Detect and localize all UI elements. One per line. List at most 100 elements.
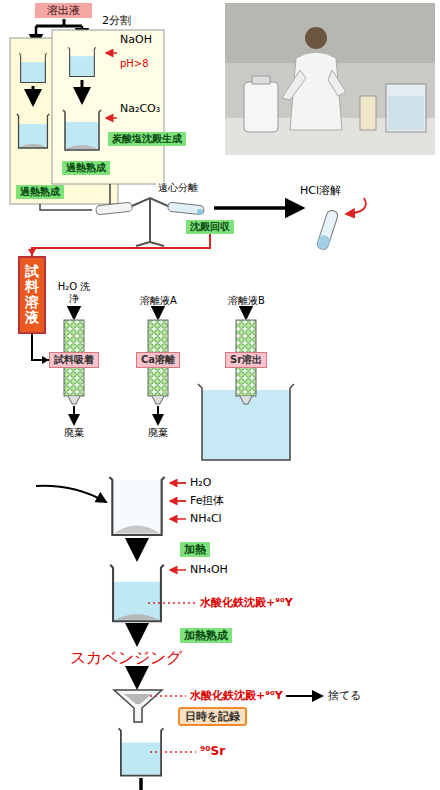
node-text: Ca溶離 xyxy=(141,354,175,366)
lab-photo-part xyxy=(388,96,424,130)
node-text: 試料溶液 xyxy=(25,264,39,326)
label-text: 廃棄 xyxy=(64,427,84,439)
lab-photo-part xyxy=(360,96,376,130)
centrifuge-part xyxy=(316,234,331,251)
sample-box: 試料溶液 xyxy=(18,256,46,334)
lab-photo-part xyxy=(305,27,327,49)
scavenging-procedure-part xyxy=(170,483,186,519)
centrifuge-part xyxy=(197,209,203,215)
ion-exchange-columns-part xyxy=(157,311,160,318)
process-box: 加熱熟成 xyxy=(180,628,232,643)
scavenging-procedure-part xyxy=(110,565,164,621)
label-text: 廃棄 xyxy=(148,427,168,439)
lab-photo-part xyxy=(244,82,278,132)
node-text: 炭酸塩沈殿生成 xyxy=(112,133,182,145)
process-box: 炭酸塩沈殿生成 xyxy=(108,132,186,146)
scavenging-procedure-part xyxy=(150,695,186,697)
scavenging-procedure-part xyxy=(170,569,186,571)
scavenging-procedure-part xyxy=(139,778,143,790)
label-text: 水酸化鉄沈殿+⁹⁰Y xyxy=(190,689,283,702)
condition-label: pH>8 xyxy=(120,58,149,70)
label-text: pH>8 xyxy=(120,58,149,70)
label-text: 遠心分離 xyxy=(158,182,198,194)
process-box: 沈殿回収 xyxy=(186,220,234,234)
centrifuge-part xyxy=(214,206,302,210)
column-step-box: 試料吸着 xyxy=(49,352,99,368)
centrifuge-part xyxy=(316,209,339,250)
reagent-label: 溶離液B xyxy=(228,295,265,307)
centrifuge-part xyxy=(96,202,133,215)
reagent-label: Fe担体 xyxy=(190,494,225,507)
scavenging-procedure-part xyxy=(286,695,322,697)
waste-label: 廃棄 xyxy=(64,427,84,439)
flow-connector xyxy=(32,334,49,360)
scavenging-procedure-part xyxy=(124,694,152,704)
reagent-label: H₂O xyxy=(190,476,211,489)
back-panel-part xyxy=(19,53,47,82)
lab-photo-part xyxy=(252,76,270,84)
scavenging-procedure-part xyxy=(150,751,196,753)
reagent-label: Na₂CO₃ xyxy=(120,102,160,115)
front-panel-part xyxy=(106,117,117,119)
ion-exchange-columns xyxy=(64,309,294,460)
label-text: NaOH xyxy=(120,33,152,46)
node-text: 試料吸着 xyxy=(54,354,94,366)
process-box: 過熱熟成 xyxy=(16,185,64,199)
scavenging-procedure-part xyxy=(135,627,139,643)
step-label: HCl溶解 xyxy=(300,184,341,197)
label-text: HCl溶解 xyxy=(300,184,341,197)
centrifuge xyxy=(40,184,366,251)
ion-exchange-columns-part xyxy=(73,309,76,318)
label-text: Na₂CO₃ xyxy=(120,102,160,115)
ion-exchange-columns-part xyxy=(152,396,164,404)
precipitate-label: 水酸化鉄沈殿+⁹⁰Y xyxy=(200,596,293,609)
lab-photo-part xyxy=(290,52,342,130)
front-panel xyxy=(52,30,164,184)
node-text: Sr溶出 xyxy=(230,354,262,366)
node-text: 加熱熟成 xyxy=(184,629,228,642)
ion-exchange-columns-part xyxy=(157,406,159,424)
lab-photo-part xyxy=(386,84,426,132)
node-text: 過熱熟成 xyxy=(66,162,106,174)
ion-exchange-columns-part xyxy=(240,396,252,404)
reagent-label: NaOH xyxy=(120,33,152,46)
front-panel-part xyxy=(106,52,117,54)
step-label: 遠心分離 xyxy=(156,182,200,194)
front-panel-part xyxy=(68,47,96,76)
ion-exchange-columns-part xyxy=(245,311,248,318)
reagent-label: NH₄OH xyxy=(190,563,228,576)
scavenging-procedure-part xyxy=(170,500,186,502)
front-panel-part xyxy=(63,110,101,150)
scavenging-procedure-part xyxy=(135,672,139,686)
node-text: 加熱 xyxy=(184,543,206,556)
arrow-head xyxy=(42,356,49,364)
label-text: 溶離液A xyxy=(140,295,177,307)
step-title: スカベンジング xyxy=(70,648,182,667)
label-text: 2分割 xyxy=(102,14,131,27)
process-box: 加熱 xyxy=(180,542,210,557)
discard-label: 捨てる xyxy=(328,689,361,702)
flow-connector xyxy=(32,234,210,256)
process-box: 過熱熟成 xyxy=(62,161,110,175)
front-panel-part xyxy=(52,30,164,184)
precipitate-label: 水酸化鉄沈殿+⁹⁰Y xyxy=(190,689,283,702)
centrifuge-part xyxy=(132,198,168,246)
waste-label: 廃棄 xyxy=(148,427,168,439)
label-text: 水酸化鉄沈殿+⁹⁰Y xyxy=(200,596,293,609)
lab-photo-part xyxy=(328,70,346,96)
scavenging-procedure-part xyxy=(170,482,186,484)
source-box: 溶出液 xyxy=(35,3,92,18)
nuclide-label: ⁹⁰Sr xyxy=(200,744,225,758)
lab-photo-part xyxy=(225,3,435,63)
label-text: Fe担体 xyxy=(190,494,225,507)
lab-photo xyxy=(225,3,435,155)
scavenging-procedure-part xyxy=(114,690,162,722)
column-step-box: Ca溶離 xyxy=(136,352,180,368)
node-text: 溶出液 xyxy=(47,4,80,17)
record-box: 日時を記録 xyxy=(178,707,247,726)
column-step-box: Sr溶出 xyxy=(225,352,267,368)
scavenging-procedure xyxy=(36,477,322,790)
scavenging-procedure-part xyxy=(109,477,164,535)
split-label: 2分割 xyxy=(100,14,133,27)
